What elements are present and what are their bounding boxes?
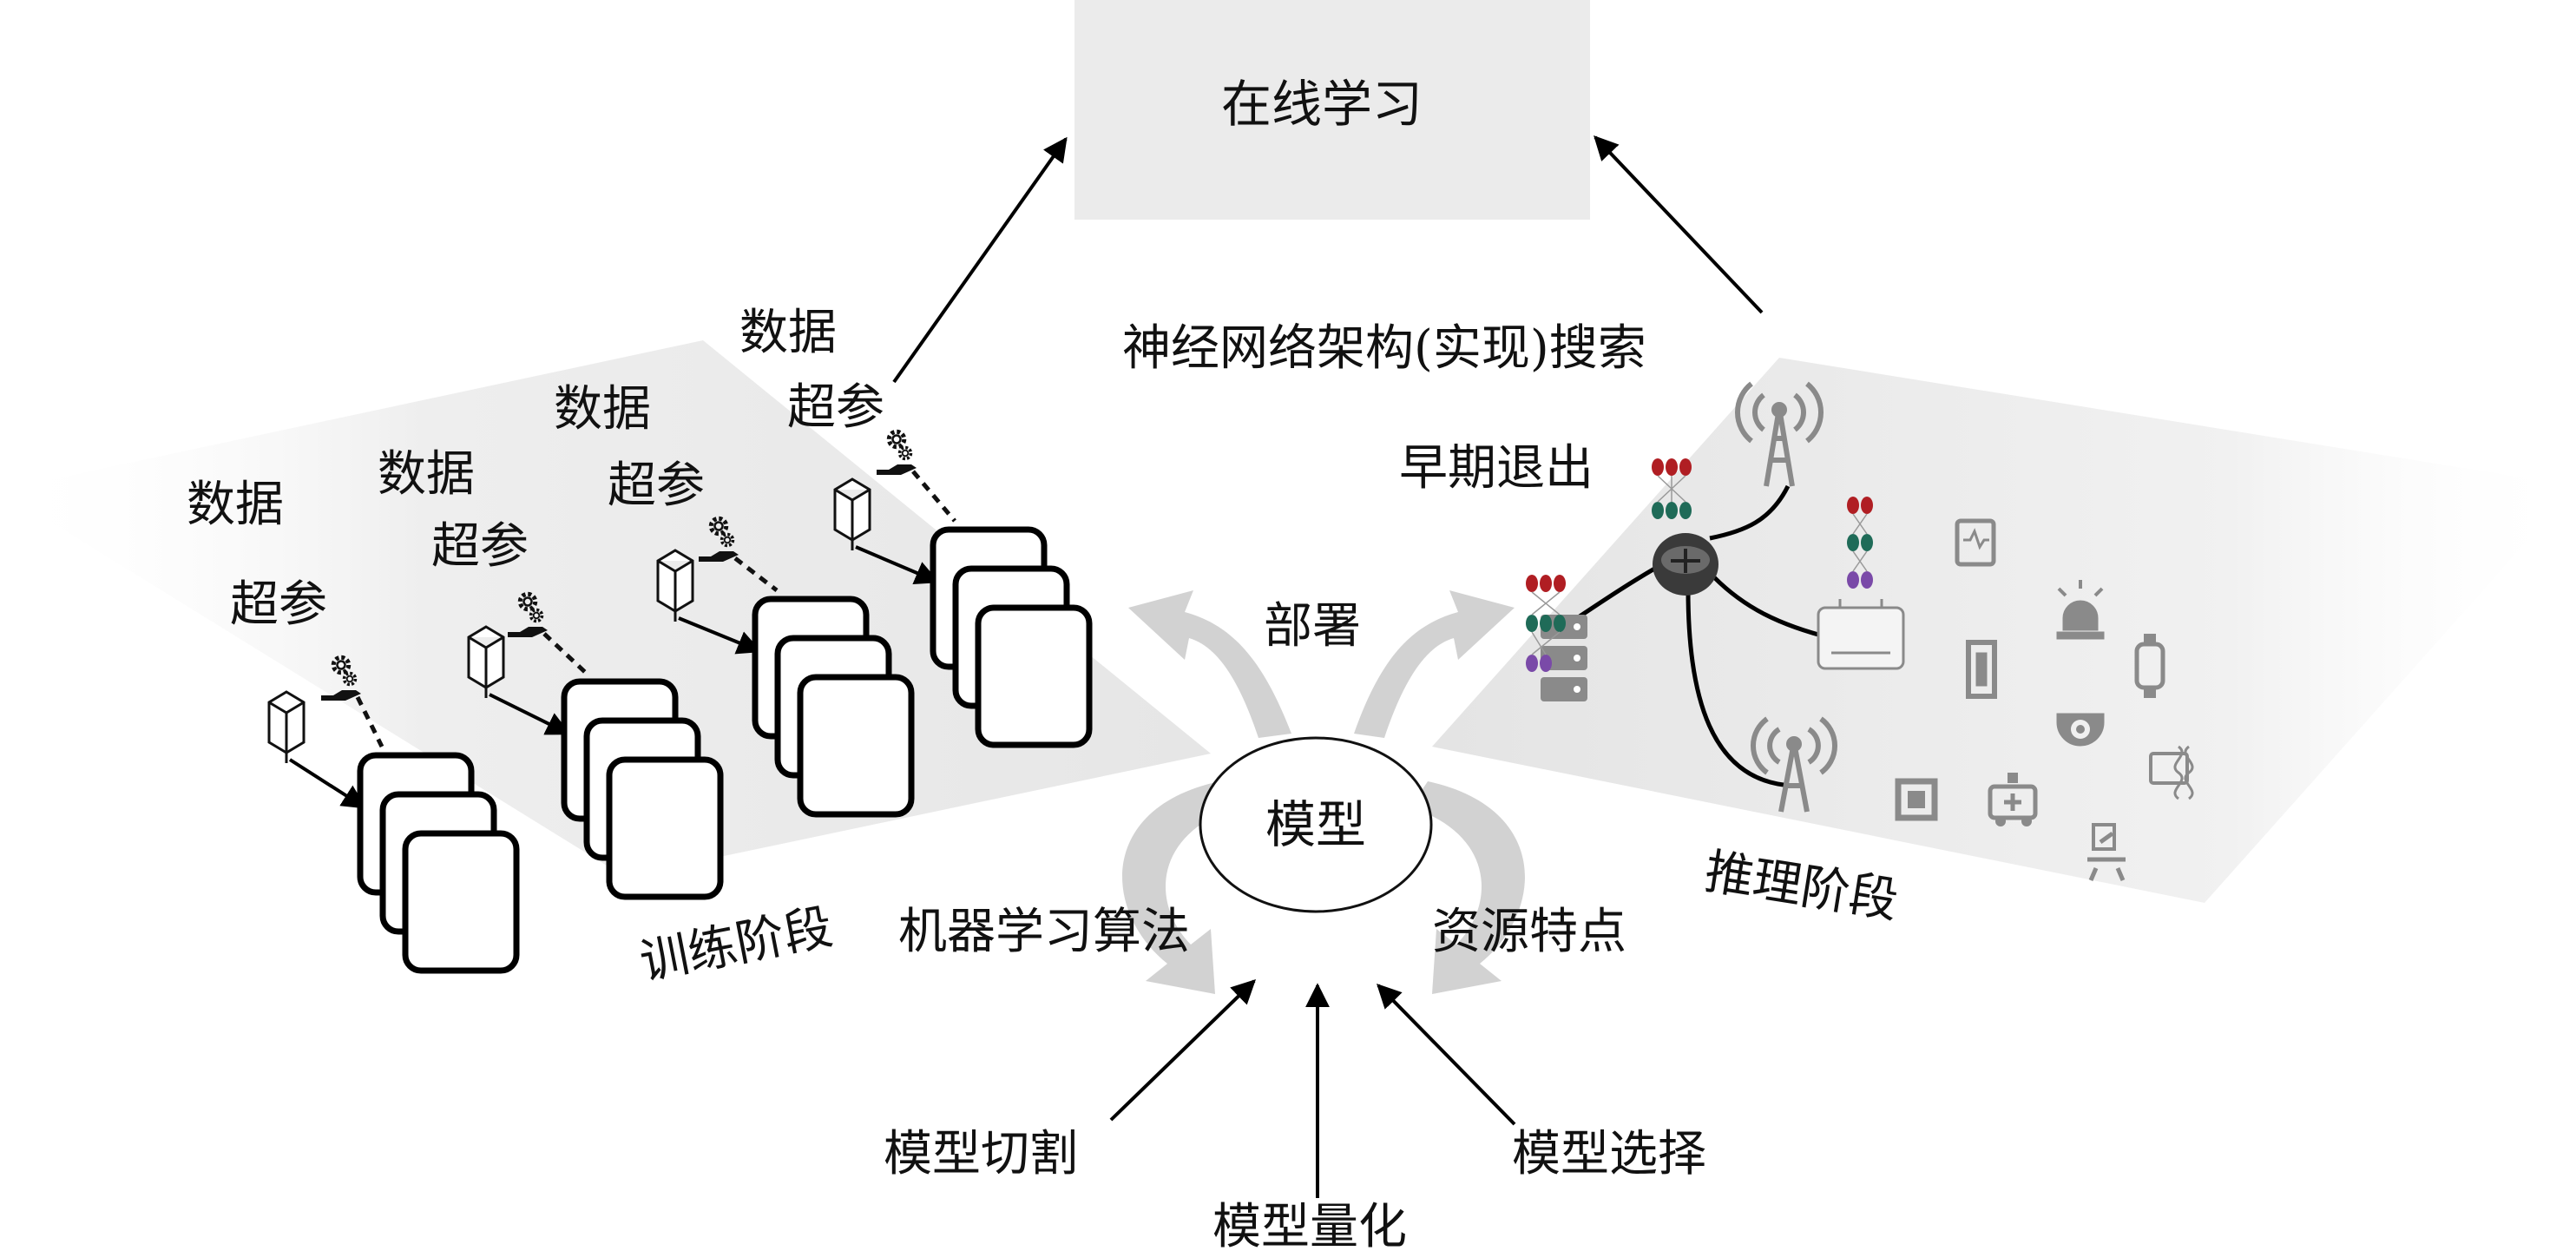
dna-monitor-icon <box>2149 745 2194 800</box>
ambulance-icon <box>1988 773 2038 826</box>
hand-icon <box>321 690 361 701</box>
exit-network-icon-router <box>1652 458 1692 519</box>
model-quantize-label: 模型量化 <box>1212 1199 1407 1251</box>
data-arrow <box>855 545 940 585</box>
inference-stage-panel <box>1432 358 2576 903</box>
hyperparameter-label: 超参 <box>431 518 529 575</box>
security-camera-icon <box>2056 713 2105 747</box>
hyperparameter-gear-small-icon <box>897 445 913 461</box>
data-cube-icon <box>656 549 694 622</box>
curved-arrow-lower-right <box>1410 781 1525 994</box>
ml-algorithm-label: 机器学习算法 <box>898 904 1190 960</box>
inference-stage-label: 推理阶段 <box>1701 844 1902 930</box>
resource-label: 资源特点 <box>1432 904 1626 960</box>
deploy-label: 部署 <box>1264 598 1361 655</box>
data-arrow <box>678 616 762 655</box>
curved-arrow-upper-right <box>1354 590 1515 738</box>
link-router-lower-tower <box>1686 589 1793 788</box>
model-ellipse <box>1199 736 1433 913</box>
hyperparameter-connector <box>542 632 588 675</box>
gateway-icon <box>1817 599 1905 670</box>
model-card <box>606 756 724 900</box>
hand-icon <box>508 627 548 637</box>
monitor-device-icon <box>1955 518 1996 567</box>
nas-label: 神经网络架构(实现)搜索 <box>1122 320 1646 377</box>
data-cube-icon <box>833 477 871 550</box>
model-partition-label: 模型切割 <box>884 1126 1078 1182</box>
link-router-server <box>1578 562 1664 619</box>
square-chip-icon <box>1895 778 1938 821</box>
device-icons <box>1895 518 2194 881</box>
link-router-gateway <box>1712 576 1832 641</box>
hyperparameter-label: 超参 <box>608 458 705 514</box>
antenna-tower-icon <box>1735 381 1824 487</box>
patient-bed-icon <box>2087 823 2126 881</box>
model-card <box>402 830 520 974</box>
hyperparameter-connector <box>911 470 956 523</box>
data-arrow <box>288 758 367 809</box>
data-label: 数据 <box>554 381 651 438</box>
alarm-light-icon <box>2056 580 2105 640</box>
online-learning-label: 在线学习 <box>1221 75 1423 134</box>
data-label: 数据 <box>187 477 284 533</box>
curved-arrow-lower-left <box>1122 781 1237 994</box>
smartwatch-icon <box>2134 634 2165 698</box>
model-card <box>975 604 1093 748</box>
early-exit-label: 早期退出 <box>1399 440 1594 497</box>
model-label: 模型 <box>1265 795 1366 854</box>
antenna-lower-icon <box>1751 716 1837 813</box>
arrow-from-select <box>1377 984 1516 1126</box>
data-label: 数据 <box>378 446 475 503</box>
curved-arrow-upper-left <box>1128 590 1291 738</box>
model-select-label: 模型选择 <box>1512 1126 1706 1182</box>
deploy-arrows <box>1122 590 1525 994</box>
arrow-to-online-learning-left <box>892 136 1068 384</box>
data-label: 数据 <box>739 305 837 361</box>
arrow-to-online-learning-right <box>1594 135 1764 314</box>
online-learning-box <box>1074 0 1590 220</box>
edge-network <box>1526 381 2194 881</box>
router-icon <box>1653 533 1718 596</box>
training-stage-label: 训练阶段 <box>635 899 837 991</box>
hand-icon <box>877 464 917 475</box>
hand-icon <box>699 551 739 562</box>
data-cube-icon <box>467 625 505 698</box>
model-card <box>797 674 915 818</box>
hyperparameter-gear-icon <box>889 431 904 447</box>
door-sensor-icon <box>1966 640 1997 699</box>
hyperparameter-label: 超参 <box>787 379 884 436</box>
exit-network-icon-gateway <box>1847 497 1873 589</box>
exit-network-icon-server <box>1526 575 1566 672</box>
hyperparameter-label: 超参 <box>230 576 327 633</box>
arrow-from-partition <box>1109 979 1257 1122</box>
data-cube-icon <box>267 690 306 763</box>
data-arrow <box>489 693 571 735</box>
link-router-tower <box>1709 484 1791 541</box>
